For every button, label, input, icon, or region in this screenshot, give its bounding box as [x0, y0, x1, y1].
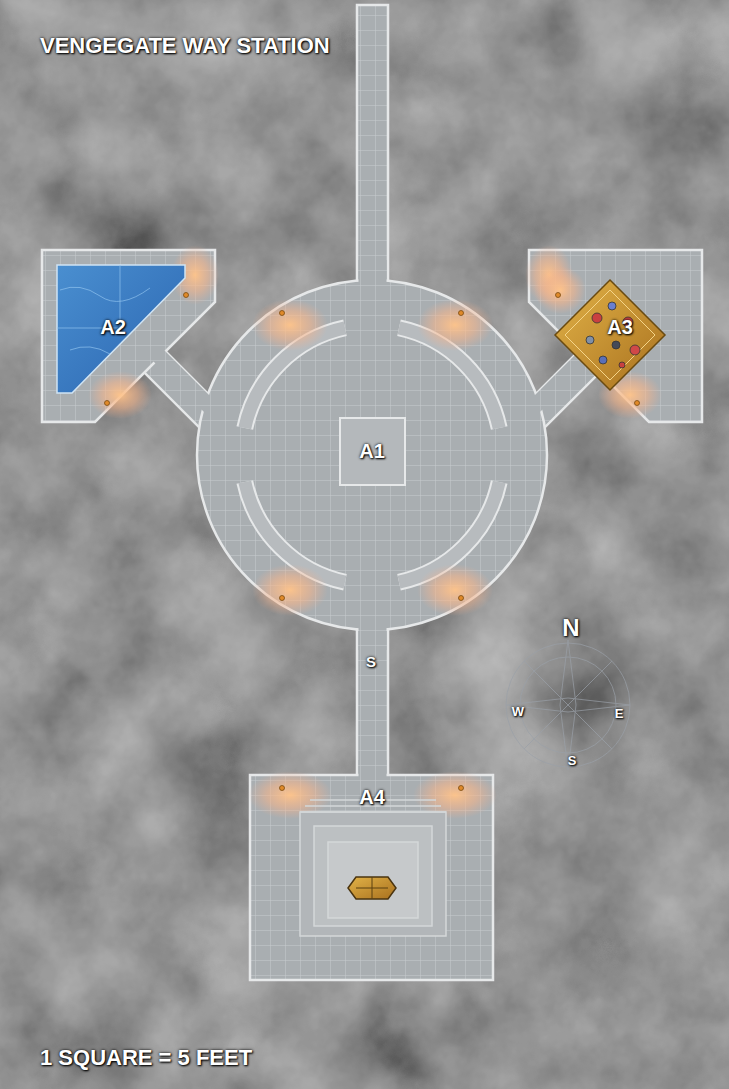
- area-label: A4: [359, 786, 385, 809]
- compass-letter: N: [562, 614, 579, 642]
- secret-door-mark: S: [366, 653, 376, 670]
- compass-letter: E: [615, 706, 624, 721]
- compass-letter: W: [512, 704, 524, 719]
- map-title: VENGEGATE WAY STATION: [40, 33, 330, 59]
- compass-letter: S: [568, 753, 577, 768]
- scale-note: 1 SQUARE = 5 FEET: [40, 1045, 252, 1071]
- area-label: A2: [100, 316, 126, 339]
- area-label: A3: [607, 316, 633, 339]
- area-label: A1: [359, 440, 385, 463]
